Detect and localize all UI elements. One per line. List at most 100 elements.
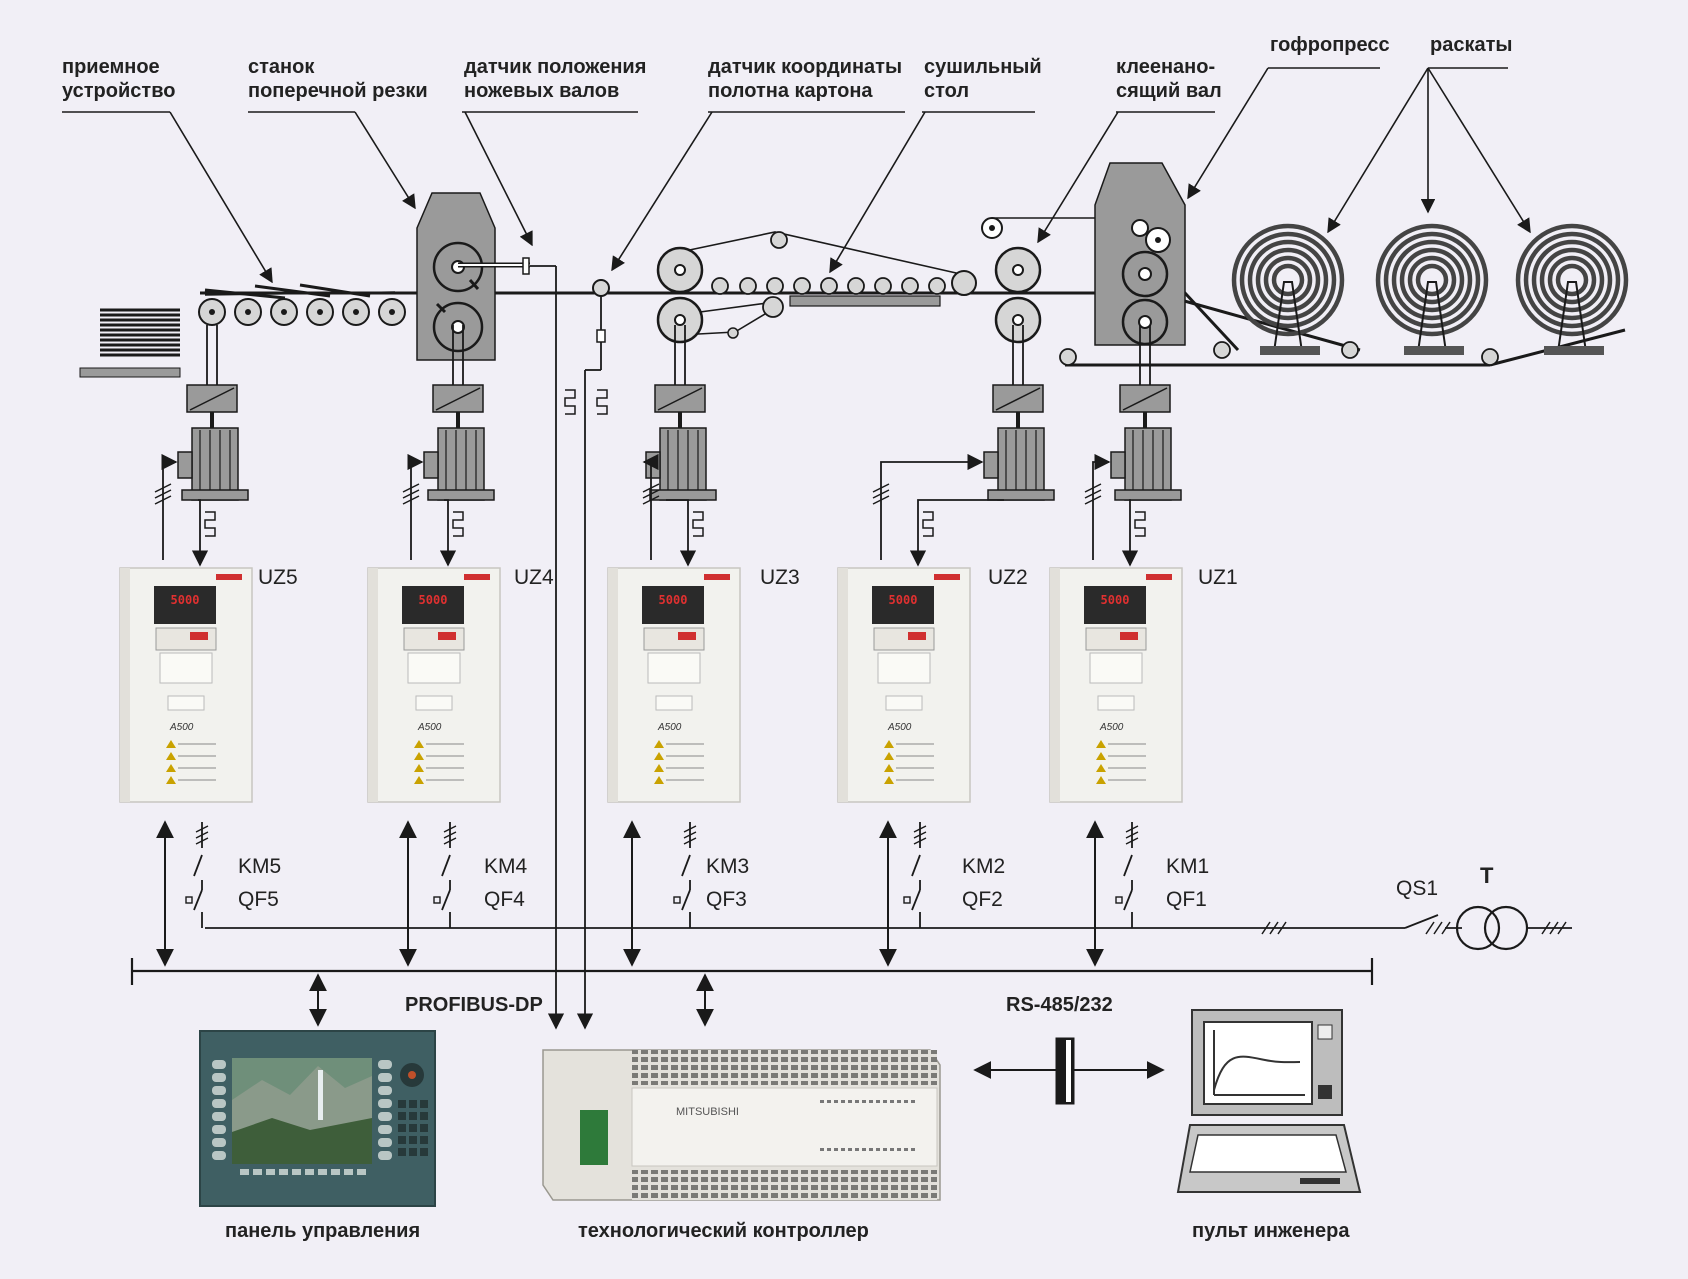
label-qf1: QF1 bbox=[1166, 888, 1207, 911]
dryer-top-roller bbox=[770, 231, 788, 249]
cross-cutter-machine bbox=[416, 192, 496, 361]
label-uz2: UZ2 bbox=[988, 566, 1028, 589]
inverter-display-uz1 bbox=[1084, 586, 1146, 624]
motor-uz2 bbox=[997, 427, 1045, 501]
label-drying-table-line2: стол bbox=[924, 80, 970, 102]
dryer-tension-roller bbox=[762, 296, 784, 318]
pull-rollers bbox=[656, 246, 1499, 366]
label-km4: KM4 bbox=[484, 855, 528, 878]
label-drying-table: сушильный стол bbox=[924, 55, 1042, 103]
label-control-panel: панель управления bbox=[225, 1220, 421, 1242]
web-guide-roller-1 bbox=[1059, 348, 1077, 366]
inverter-readout-uz5: 5000 bbox=[171, 593, 200, 607]
dryer-roller-7 bbox=[874, 277, 892, 295]
inverter-readout-uz4: 5000 bbox=[419, 593, 448, 607]
inverter-display-uz3 bbox=[642, 586, 704, 624]
motor-uz4 bbox=[437, 427, 485, 501]
dryer-roller-9 bbox=[928, 277, 946, 295]
label-cross-cutter-line1: станок bbox=[248, 56, 315, 78]
inverter-model-uz2: A500 bbox=[887, 722, 912, 733]
web-guide-roller-4 bbox=[1481, 348, 1499, 366]
label-engineer-console: пульт инженера bbox=[1192, 1220, 1350, 1242]
label-uz4: UZ4 bbox=[514, 566, 554, 589]
inverter-display-uz2 bbox=[872, 586, 934, 624]
label-km1: KM1 bbox=[1166, 855, 1210, 878]
dryer-roller-4 bbox=[793, 277, 811, 295]
motor-uz3 bbox=[659, 427, 707, 501]
motor-uz1 bbox=[1124, 427, 1172, 501]
contactor-uz1 bbox=[1123, 854, 1133, 877]
inverter-model-uz3: A500 bbox=[657, 722, 682, 733]
reel-1 bbox=[1231, 223, 1345, 355]
label-qf3: QF3 bbox=[706, 888, 747, 911]
label-qf4: QF4 bbox=[484, 888, 525, 911]
contactor-uz2 bbox=[911, 854, 921, 877]
label-glue-roll-line2: сящий вал bbox=[1116, 80, 1222, 102]
label-qf2: QF2 bbox=[962, 888, 1003, 911]
label-km5: KM5 bbox=[238, 855, 282, 878]
dryer-small-roller bbox=[727, 327, 739, 339]
reel-3 bbox=[1515, 223, 1629, 355]
label-cross-cutter: станок поперечной резки bbox=[248, 55, 428, 103]
unwind-reels bbox=[1231, 223, 1629, 355]
encoder-uz2 bbox=[983, 451, 999, 479]
receiver-conveyor bbox=[198, 283, 406, 326]
dryer-roller-1 bbox=[711, 277, 729, 295]
dryer-roller-5 bbox=[820, 277, 838, 295]
corrugator-press bbox=[1094, 162, 1186, 346]
hmi-panel bbox=[199, 1030, 436, 1207]
inverter-readout-uz3: 5000 bbox=[659, 593, 688, 607]
label-km3: KM3 bbox=[706, 855, 750, 878]
inverter-readout-uz2: 5000 bbox=[889, 593, 918, 607]
encoder-uz5 bbox=[177, 451, 193, 479]
breaker-uz3 bbox=[681, 889, 691, 911]
breaker-uz1 bbox=[1123, 889, 1133, 911]
breaker-uz4 bbox=[441, 889, 451, 911]
label-qs1: QS1 bbox=[1396, 877, 1439, 900]
label-km2: KM2 bbox=[962, 855, 1006, 878]
encoder-uz1 bbox=[1110, 451, 1126, 479]
inverter-display-uz4 bbox=[402, 586, 464, 624]
label-coord-sensor-line2: полотна картона bbox=[708, 80, 873, 102]
label-controller: технологический контроллер bbox=[578, 1220, 869, 1242]
motor-uz5 bbox=[191, 427, 239, 501]
breaker-uz5 bbox=[193, 889, 203, 911]
label-unwinders: раскаты bbox=[1430, 34, 1513, 56]
label-receiver: приемное устройство bbox=[62, 55, 175, 103]
encoder-uz3 bbox=[645, 451, 661, 479]
receiver-stack bbox=[79, 308, 181, 378]
label-coord-sensor: датчик координаты полотна картона bbox=[708, 55, 902, 103]
knife-position-sensor bbox=[458, 257, 565, 1030]
label-cross-cutter-line2: поперечной резки bbox=[248, 80, 428, 102]
plc-brand: MITSUBISHI bbox=[676, 1106, 739, 1118]
dryer-end-roller bbox=[951, 270, 977, 296]
inverter-display-uz5 bbox=[154, 586, 216, 624]
plc-controller bbox=[542, 1049, 941, 1201]
dryer-roller-2 bbox=[739, 277, 757, 295]
inverter-model-uz1: A500 bbox=[1099, 722, 1124, 733]
label-uz3: UZ3 bbox=[760, 566, 800, 589]
label-transformer: T bbox=[1480, 863, 1494, 888]
web-guide-roller-3 bbox=[1341, 341, 1359, 359]
label-knife-sensor-line2: ножевых валов bbox=[464, 80, 620, 102]
label-uz5: UZ5 bbox=[258, 566, 298, 589]
drying-table bbox=[679, 231, 977, 339]
inverter-readout-uz1: 5000 bbox=[1101, 593, 1130, 607]
label-glue-roll: клеенано- сящий вал bbox=[1116, 55, 1222, 103]
label-glue-roll-line1: клеенано- bbox=[1116, 56, 1216, 78]
label-coord-sensor-line1: датчик координаты bbox=[708, 56, 903, 78]
label-rs485: RS-485/232 bbox=[1006, 994, 1113, 1016]
label-corrugator: гофропресс bbox=[1270, 34, 1390, 56]
leader-lines bbox=[62, 67, 1531, 284]
